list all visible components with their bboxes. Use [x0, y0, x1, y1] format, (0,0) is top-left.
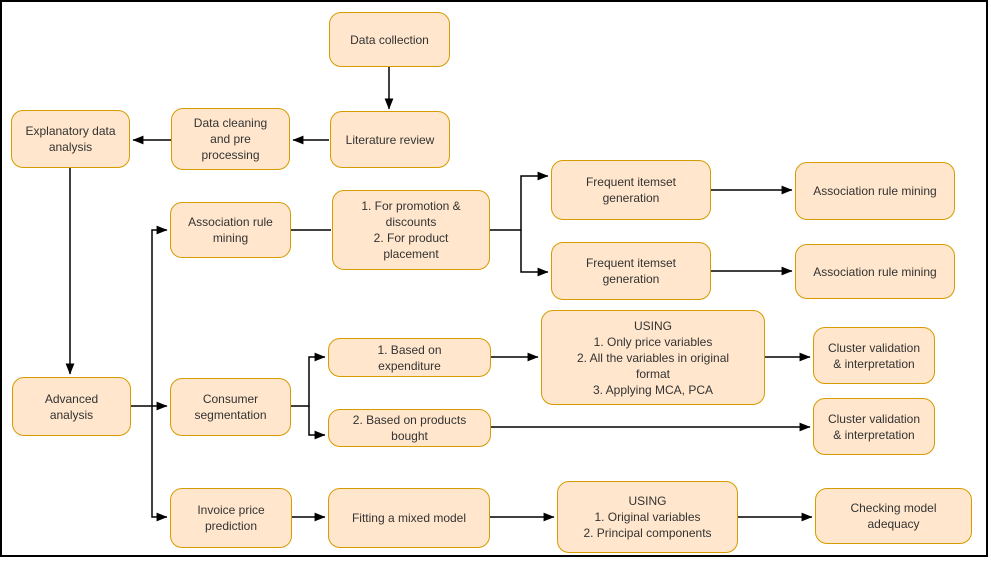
- node-advanced-analysis: Advanced analysis: [12, 377, 131, 436]
- node-promotion-placement: 1. For promotion & discounts 2. For prod…: [332, 190, 490, 270]
- node-association-rule-mining-right-2: Association rule mining: [795, 244, 955, 299]
- connector-consumerseg-products: [308, 406, 326, 440]
- node-fitting-mixed-model: Fitting a mixed model: [328, 488, 490, 548]
- node-checking-model-adequacy: Checking model adequacy: [815, 488, 972, 544]
- node-literature-review: Literature review: [330, 111, 450, 168]
- node-using-cluster-variables: USING 1. Only price variables 2. All the…: [541, 310, 765, 405]
- node-association-rule-mining-right-1: Association rule mining: [795, 162, 955, 220]
- node-using-invoice-variables: USING 1. Original variables 2. Principal…: [557, 481, 738, 553]
- connector-advanced-associationrule: [151, 225, 168, 406]
- connector-promotion-frequentitemset2: [520, 230, 549, 277]
- node-cluster-validation-1: Cluster validation & interpretation: [813, 327, 935, 384]
- node-cluster-validation-2: Cluster validation & interpretation: [813, 398, 935, 455]
- node-based-on-expenditure: 1. Based on expenditure: [328, 338, 491, 377]
- node-explanatory-data-analysis: Explanatory data analysis: [11, 110, 130, 168]
- connector-consumerseg-expenditure: [291, 352, 326, 407]
- node-frequent-itemset-generation-1: Frequent itemset generation: [551, 160, 711, 220]
- node-data-collection: Data collection: [329, 12, 450, 67]
- node-association-rule-mining: Association rule mining: [170, 202, 291, 258]
- connector-advanced-invoiceprice: [151, 406, 168, 522]
- node-frequent-itemset-generation-2: Frequent itemset generation: [551, 242, 711, 300]
- node-data-cleaning: Data cleaning and pre processing: [171, 108, 290, 170]
- connector-promotion-frequentitemset1: [490, 171, 549, 231]
- node-based-on-products: 2. Based on products bought: [328, 409, 491, 447]
- node-invoice-price-prediction: Invoice price prediction: [170, 488, 292, 548]
- node-consumer-segmentation: Consumer segmentation: [170, 378, 291, 436]
